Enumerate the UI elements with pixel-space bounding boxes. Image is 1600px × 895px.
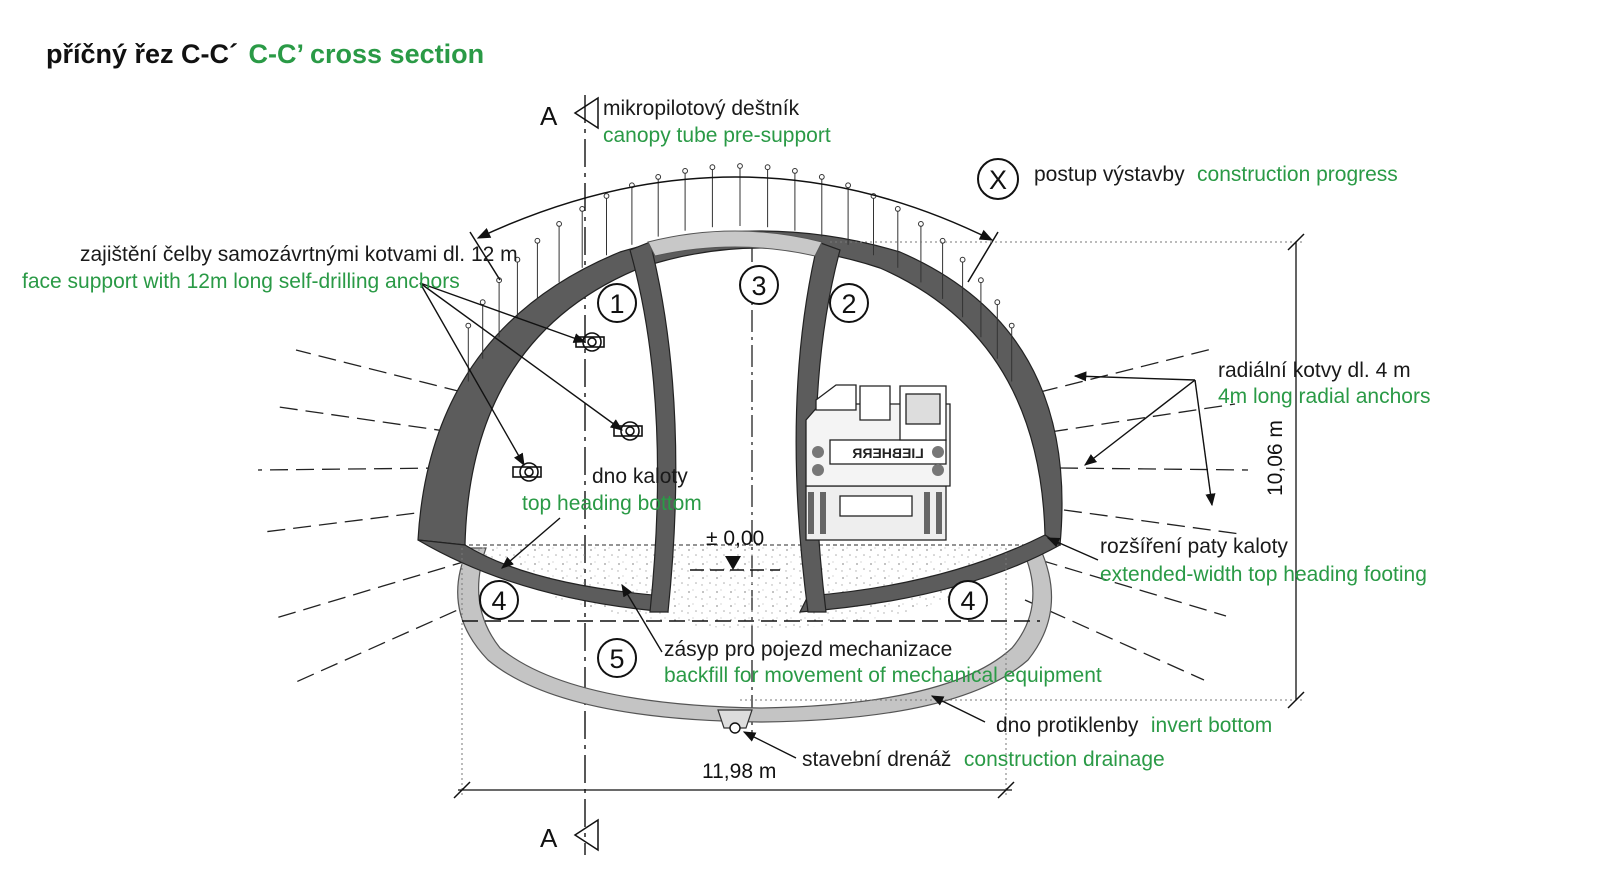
radial-anchors [257,347,1249,683]
heading-bottom-label-cz: dno kaloty [592,465,688,488]
svg-text:3: 3 [751,271,766,301]
leader-lines [419,282,1216,759]
height-value: 10,06 m [1264,420,1287,496]
backfill-label-en: backfill for movement of mechanical equi… [664,664,1102,687]
svg-text:2: 2 [841,289,856,319]
canopy-tube-head [556,221,562,227]
outer-lining [417,230,1063,547]
canopy-tube-head [514,256,521,263]
step-marker-1: 1 [597,283,637,323]
excavator-illustration: LIEBHERR [805,384,951,541]
section-arrow-top-icon [573,96,599,130]
backfill-label-cz: zásyp pro pojezd mechanizace [664,638,952,661]
machine-brand: LIEBHERR [852,445,924,461]
title-en: C-C’ cross section [249,39,485,69]
canopy-tube-head [894,206,901,212]
step-marker-3: 3 [739,265,779,305]
invert-label-en: invert bottom [1151,714,1272,737]
canopy-tube-head [792,168,798,174]
svg-text:4: 4 [491,586,506,616]
drainage-pipe-icon [729,722,741,734]
anchor-symbol [575,332,605,352]
canopy-tube-head [994,299,1001,306]
canopy-tube-head [465,322,472,329]
invert-label: dno protiklenby invert bottom [996,714,1272,737]
progress-label-en: construction progress [1197,163,1398,186]
svg-text:5: 5 [609,644,624,674]
canopy-tube-head [918,221,924,227]
footing-label-en: extended-width top heading footing [1100,563,1427,586]
excavation-step-markers: 1 2 3 4 4 5 [479,265,988,678]
level-marker-icon [725,556,741,570]
invert-label-cz: dno protiklenby [996,714,1139,737]
progress-symbol-icon [977,158,1019,200]
canopy-label-cz: mikropilotový deštník [603,97,800,120]
canopy-tube-head [845,182,851,189]
progress-label-cz: postup výstavby [1034,163,1185,186]
section-arrow-bottom-icon [573,818,599,852]
section-mark-bottom: A [540,823,558,853]
title-cz: příčný řez C-C´ [46,39,238,69]
step-marker-5: 5 [597,638,637,678]
anchor-symbol [512,462,542,482]
footing-label-cz: rozšíření paty kaloty [1100,535,1288,558]
drainage-label: stavební drenáž construction drainage [802,748,1165,771]
svg-text:4: 4 [960,586,975,616]
face-support-label-cz: zajištění čelby samozávrtnými kotvami dl… [80,243,518,266]
drainage-label-en: construction drainage [964,748,1165,771]
drainage-trench [717,709,753,729]
canopy-tube-head [818,174,825,180]
canopy-tick-right [967,231,999,283]
radial-anchors-label-cz: radiální kotvy dl. 4 m [1218,359,1411,382]
drainage-label-cz: stavební drenáž [802,748,951,771]
canopy-tube-head [534,237,541,244]
left-drift-wall [629,241,677,613]
radial-anchors-label-en: 4m long radial anchors [1218,385,1430,408]
canopy-tube-group [465,163,1015,382]
canopy-label-en: canopy tube pre-support [603,124,831,147]
width-value: 11,98 m [702,760,776,783]
right-footing [798,534,1062,613]
canopy-tube-head [603,193,610,199]
canopy-tube-head [479,299,486,306]
canopy-tube-head [579,206,586,212]
face-anchor-symbols [512,332,643,482]
step-marker-4-right: 4 [948,580,988,620]
section-mark-top: A [540,101,558,131]
canopy-tube-head [682,168,688,174]
canopy-extent-arc [476,176,994,241]
canopy-tube-head [959,256,966,263]
canopy-tick-left [469,231,501,281]
svg-text:1: 1 [609,289,624,319]
step-marker-4-left: 4 [479,580,519,620]
canopy-tube-head [655,174,662,180]
canopy-tube-head [1008,322,1015,329]
anchor-symbol [613,421,643,441]
canopy-tube-head [764,164,771,171]
canopy-tube-head [978,277,984,284]
face-support-label-en: face support with 12m long self-drilling… [22,270,460,293]
heading-bottom-label-en: top heading bottom [522,492,702,515]
canopy-tube-head [737,163,743,169]
step-marker-2: 2 [829,283,869,323]
title: příčný řez C-C´ C-C’ cross section [46,39,484,69]
canopy-tube-head [709,164,716,171]
progress-symbol: X [989,165,1007,195]
level-value: ± 0,00 [706,527,764,550]
progress-label: postup výstavby construction progress [1034,163,1398,186]
